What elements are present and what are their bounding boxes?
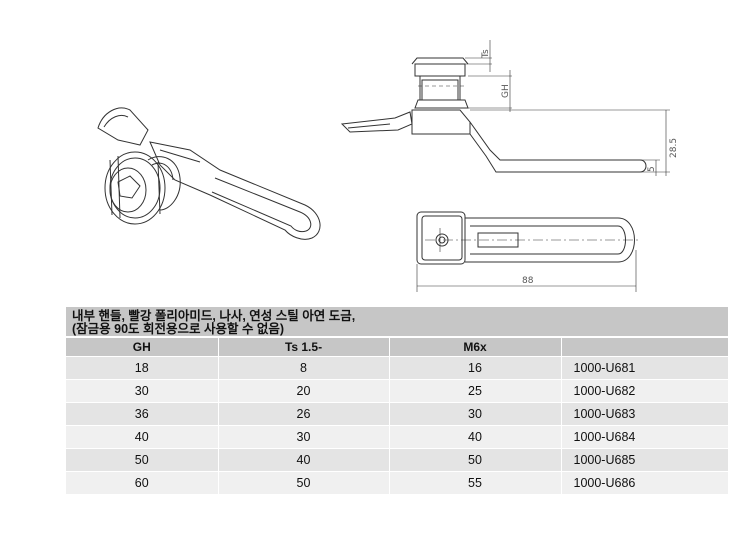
dim-gh-label: GH [501,84,511,98]
description-line-2: (잠금용 90도 회전용으로 사용할 수 없음) [72,322,285,336]
cell-part-number: 1000-U685 [561,448,728,472]
dim-ts-label: Ts [481,49,491,59]
table-row: 50 40 50 1000-U685 [66,448,728,472]
dim-height-label: 28.5 [669,138,679,158]
cell-m6x: 16 [389,356,562,380]
column-header-part [561,337,728,357]
dim-length-label: 88 [522,276,534,286]
isometric-handle-illustration [97,107,321,240]
cell-ts: 50 [218,471,390,494]
cell-gh: 40 [66,425,219,449]
cell-gh: 18 [66,356,219,380]
column-header-m6x: M6x [389,337,562,357]
table-header-row: GH Ts 1.5- M6x [66,337,728,357]
cell-m6x: 55 [389,471,562,494]
cell-m6x: 30 [389,402,562,426]
table-row: 36 26 30 1000-U683 [66,402,728,426]
table-row: 18 8 16 1000-U681 [66,356,728,380]
column-header-ts: Ts 1.5- [218,337,390,357]
dim-thread-label: 5 [647,166,657,172]
cell-part-number: 1000-U684 [561,425,728,449]
description-line-1: 내부 핸들, 빨강 폴리아미드, 나사, 연성 스틸 아연 도금, [72,309,356,323]
cell-part-number: 1000-U682 [561,379,728,403]
spec-table: GH Ts 1.5- M6x 18 8 16 1000-U681 30 20 2… [66,337,728,494]
table-row: 60 50 55 1000-U686 [66,471,728,494]
side-view-drawing [340,40,670,176]
cell-m6x: 25 [389,379,562,403]
table-row: 30 20 25 1000-U682 [66,379,728,403]
cell-part-number: 1000-U686 [561,471,728,494]
cell-m6x: 40 [389,425,562,449]
technical-drawings: Ts GH 28.5 5 88 [97,40,679,292]
cell-gh: 60 [66,471,219,494]
cell-gh: 36 [66,402,219,426]
spec-description: 내부 핸들, 빨강 폴리아미드, 나사, 연성 스틸 아연 도금, (잠금용 9… [66,307,728,337]
column-header-gh: GH [66,337,219,357]
cell-part-number: 1000-U681 [561,356,728,380]
top-view-drawing [416,211,640,292]
cell-ts: 8 [218,356,390,380]
spec-table-block: 내부 핸들, 빨강 폴리아미드, 나사, 연성 스틸 아연 도금, (잠금용 9… [66,307,728,494]
cell-part-number: 1000-U683 [561,402,728,426]
cell-ts: 30 [218,425,390,449]
cell-ts: 26 [218,402,390,426]
cell-gh: 30 [66,379,219,403]
table-row: 40 30 40 1000-U684 [66,425,728,449]
cell-m6x: 50 [389,448,562,472]
cell-gh: 50 [66,448,219,472]
cell-ts: 20 [218,379,390,403]
cell-ts: 40 [218,448,390,472]
